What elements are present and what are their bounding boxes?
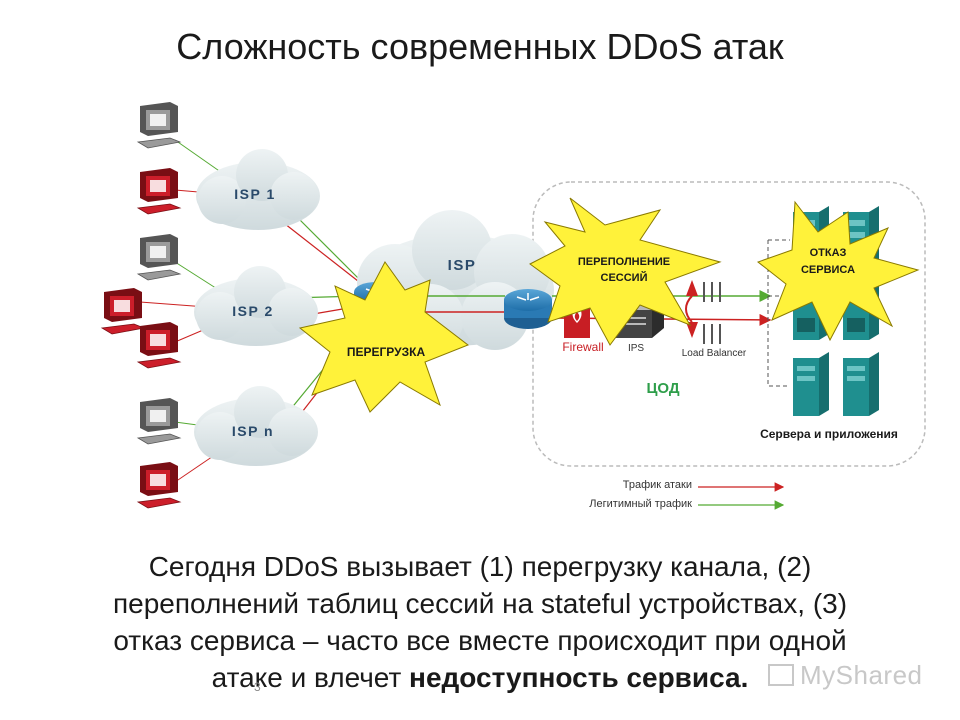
- edge-router-icon: [504, 289, 552, 329]
- burst-session-overflow: ПЕРЕПОЛНЕНИЕ СЕССИЙ: [529, 197, 722, 346]
- caption-line-4-text: атаке и влечет: [211, 662, 410, 693]
- isp-cloud-n-label: ISP n: [232, 423, 274, 439]
- legend: Трафик атаки Легитимный трафик: [589, 479, 785, 510]
- burst-session-overflow-line2: СЕССИЙ: [601, 271, 648, 284]
- client-pcs: [100, 102, 182, 509]
- burst-overload: ПЕРЕГРУЗКА: [298, 261, 470, 413]
- attacker-pc-icon: [100, 288, 146, 335]
- slide-caption: Сегодня DDoS вызывает (1) перегрузку кан…: [40, 548, 920, 696]
- watermark-icon: [768, 664, 794, 686]
- legend-attack-label: Трафик атаки: [623, 479, 692, 491]
- burst-service-denial-line2: СЕРВИСА: [801, 264, 855, 276]
- burst-overload-label: ПЕРЕГРУЗКА: [347, 345, 426, 359]
- isp-cloud-1: ISP 1: [196, 149, 320, 230]
- attacker-pc-icon: [136, 322, 182, 369]
- burst-service-denial-line1: ОТКАЗ: [810, 247, 847, 259]
- watermark-logo: MyShared: [768, 660, 923, 691]
- legend-legit-label: Легитимный трафик: [589, 498, 692, 510]
- client-pc-icon: [136, 398, 182, 445]
- isp-cloud-main-label: ISP: [448, 257, 477, 274]
- slide-title: Сложность современных DDoS атак: [176, 26, 784, 67]
- servers-label: Сервера и приложения: [760, 427, 898, 441]
- caption-line-4: атаке и влечет недоступность сервиса.: [40, 659, 920, 696]
- datacenter-label: ЦОД: [646, 380, 679, 397]
- burst-session-overflow-line1: ПЕРЕПОЛНЕНИЕ: [578, 256, 670, 268]
- caption-emphasis: недоступность сервиса.: [409, 662, 749, 693]
- isp-cloud-1-label: ISP 1: [234, 186, 276, 202]
- caption-line-3: отказ сервиса – часто все вместе происхо…: [113, 625, 847, 656]
- ips-label: IPS: [628, 343, 644, 354]
- isp-cloud-2: ISP 2: [194, 266, 318, 346]
- server-links: [767, 239, 790, 387]
- server-tower: [793, 352, 829, 416]
- isp-cloud-2-label: ISP 2: [232, 303, 274, 319]
- caption-line-2: переполнений таблиц сессий на stateful у…: [112, 588, 848, 619]
- attacker-pc-icon: [136, 462, 182, 509]
- firewall-label: Firewall: [562, 340, 603, 354]
- server-tower: [843, 352, 879, 416]
- watermark-text: MyShared: [800, 660, 923, 690]
- isp-cloud-n: ISP n: [194, 386, 318, 466]
- burst-service-denial: ОТКАЗ СЕРВИСА: [756, 200, 920, 342]
- attacker-pc-icon: [136, 168, 182, 215]
- caption-line-1: Сегодня DDoS вызывает (1) перегрузку кан…: [148, 551, 812, 582]
- client-pc-icon: [136, 234, 182, 281]
- load-balancer-icon: Load Balancer: [682, 280, 747, 359]
- load-balancer-label: Load Balancer: [682, 348, 747, 359]
- client-pc-icon: [136, 102, 182, 149]
- page-number: 3: [254, 680, 261, 694]
